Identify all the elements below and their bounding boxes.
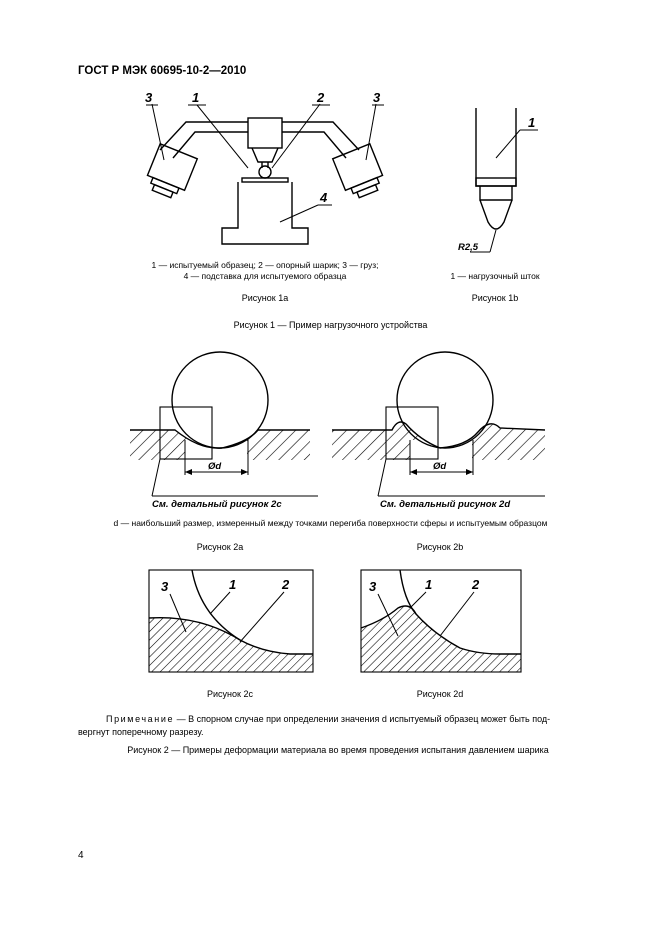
fig2d-label-1: 1	[425, 577, 432, 592]
fig2c-label-3: 3	[161, 579, 169, 594]
fig2b-caption: Рисунок 2b	[416, 542, 464, 552]
fig1a-label-3-left: 3	[145, 90, 153, 105]
fig1a-legend-line1: 1 — испытуемый образец; 2 — опорный шари…	[151, 260, 379, 270]
page-number: 4	[78, 850, 84, 861]
note-text-line2: вергнут поперечному разрезу.	[78, 727, 204, 737]
fig1a-legend-line2: 4 — подставка для испытуемого образца	[183, 271, 347, 281]
fig2c-label-1: 1	[229, 577, 236, 592]
fig2a-ref-label: См. детальный рисунок 2с	[152, 499, 282, 510]
figure-1b-drawing	[470, 108, 538, 253]
note-block: Примечание — В спорном случае при опреде…	[78, 713, 598, 739]
fig1b-caption: Рисунок 1b	[471, 293, 519, 303]
figure-2d-drawing	[360, 569, 522, 673]
note-prefix: Примечание	[106, 714, 175, 724]
fig2d-caption: Рисунок 2d	[416, 689, 464, 699]
document-header: ГОСТ Р МЭК 60695-10-2—2010	[78, 65, 247, 77]
fig1b-label-1: 1	[528, 115, 535, 130]
fig1a-label-2: 2	[316, 90, 325, 105]
figure-2b-drawing	[332, 351, 546, 497]
note-text-line1: — В спорном случае при определении значе…	[174, 714, 551, 724]
fig2c-caption: Рисунок 2с	[207, 689, 253, 699]
fig2-legend: d — наибольший размер, измеренный между …	[113, 518, 548, 528]
fig2b-dim-label: Ød	[433, 461, 446, 472]
fig1a-label-3-right: 3	[373, 90, 381, 105]
figure2-title: Рисунок 2 — Примеры деформации материала…	[127, 745, 549, 755]
fig1a-legend: 1 — испытуемый образец; 2 — опорный шари…	[120, 260, 410, 282]
fig1b-legend: 1 — нагрузочный шток	[450, 271, 540, 281]
fig1a-label-1: 1	[192, 90, 199, 105]
fig2c-label-2: 2	[281, 577, 290, 592]
fig1a-label-4: 4	[319, 190, 328, 205]
figure1-title: Рисунок 1 — Пример нагрузочного устройст…	[233, 320, 428, 330]
fig2d-label-2: 2	[471, 577, 480, 592]
fig1b-radius-label: R2,5	[458, 242, 479, 253]
figure-1a-drawing	[146, 103, 384, 245]
fig2a-caption: Рисунок 2а	[196, 542, 244, 552]
fig2d-label-3: 3	[369, 579, 377, 594]
figure-2c-drawing	[148, 569, 314, 673]
fig2b-ref-label: См. детальный рисунок 2d	[380, 499, 510, 510]
figure-2a-drawing	[130, 351, 318, 497]
fig2a-dim-label: Ød	[208, 461, 221, 472]
fig1a-caption: Рисунок 1а	[241, 293, 289, 303]
